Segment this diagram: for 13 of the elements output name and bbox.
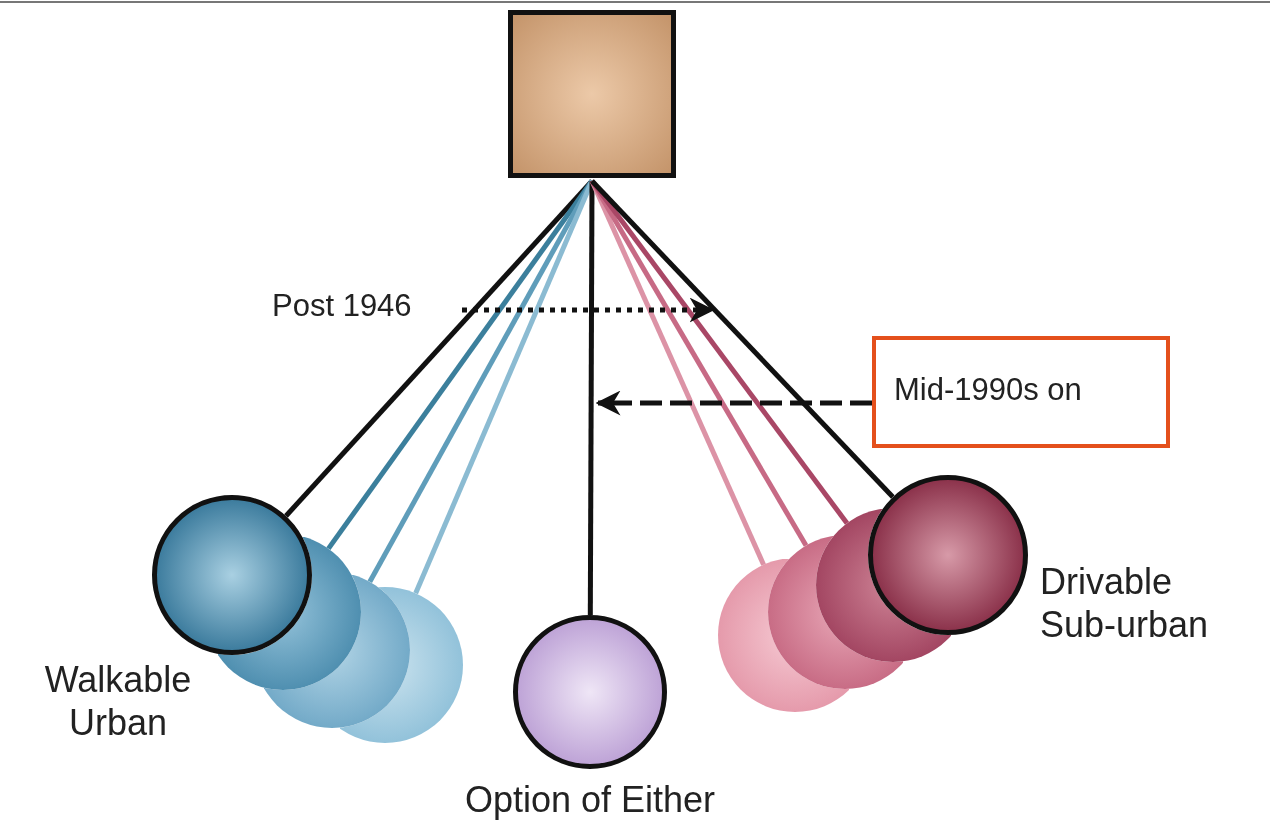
- period-label: Post 1946: [272, 287, 412, 325]
- arrow: [595, 390, 872, 416]
- pivot-box: [508, 10, 676, 178]
- pendulum-string: [590, 179, 895, 499]
- bob-label: Walkable Urban: [43, 658, 193, 745]
- pendulum-bob: [513, 615, 667, 769]
- pendulum-bob: [152, 495, 312, 655]
- pendulum-bob: [340, 587, 463, 743]
- pendulum-bob: [868, 475, 1028, 635]
- bob-label: Option of Either: [463, 778, 717, 822]
- bob-label: Drivable Sub-urban: [1040, 560, 1210, 647]
- callout-box: [872, 336, 1170, 448]
- pendulum-string: [587, 181, 595, 615]
